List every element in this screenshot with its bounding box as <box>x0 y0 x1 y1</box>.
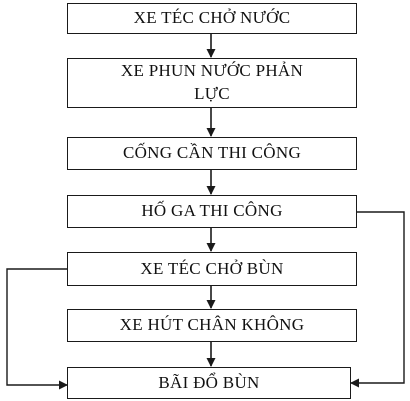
node-ho-ga-thi-cong: HỐ GA THI CÔNG <box>67 195 357 228</box>
node-label: XE TÉC CHỞ NƯỚC <box>133 8 291 28</box>
node-cong-can-thi-cong: CỐNG CẦN THI CÔNG <box>67 137 357 170</box>
arrow-n5-n7-left <box>6 268 68 390</box>
node-label: XE TÉC CHỞ BÙN <box>140 258 284 278</box>
node-xe-phun-nuoc-phan-luc: XE PHUN NƯỚC PHẢN LỰC <box>67 58 357 108</box>
node-label: HỐ GA THI CÔNG <box>141 201 283 221</box>
node-label: XE PHUN NƯỚC PHẢN LỰC <box>120 61 304 103</box>
node-xe-hut-chan-khong: XE HÚT CHÂN KHÔNG <box>67 309 357 342</box>
node-xe-tec-cho-bun: XE TÉC CHỞ BÙN <box>67 252 357 286</box>
node-label: XE HÚT CHÂN KHÔNG <box>119 315 305 335</box>
arrow-n4-n7-right <box>350 211 405 388</box>
node-xe-tec-cho-nuoc: XE TÉC CHỞ NƯỚC <box>67 3 357 34</box>
node-bai-do-bun: BÃI ĐỔ BÙN <box>67 367 351 399</box>
node-label: BÃI ĐỔ BÙN <box>158 372 260 392</box>
node-label: CỐNG CẦN THI CÔNG <box>122 143 302 163</box>
